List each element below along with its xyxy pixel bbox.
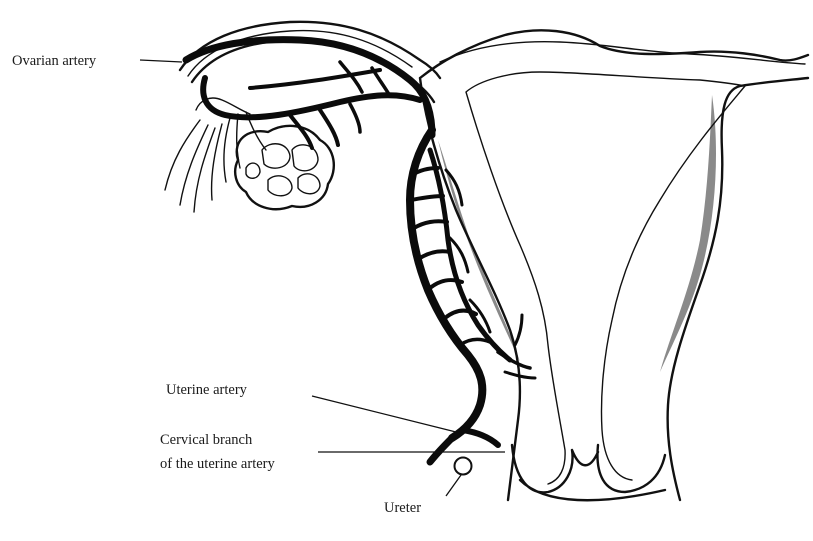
arcuate-vessel	[430, 150, 510, 360]
uterus	[420, 30, 808, 500]
arterial-network	[186, 40, 535, 462]
cervical-branch-medial	[462, 430, 498, 445]
ovary-follicle	[268, 176, 292, 196]
ovarian-branch	[372, 68, 390, 96]
ovary-follicle	[298, 174, 320, 194]
radial-branch	[460, 339, 490, 345]
radial-branch	[411, 196, 443, 200]
wall-branch	[515, 315, 522, 345]
leader-uterine-artery	[312, 396, 456, 432]
radial-branch	[414, 221, 447, 228]
ovary-follicle	[292, 145, 318, 171]
wall-branch	[498, 352, 530, 368]
fimbria	[212, 124, 222, 200]
leader-ovarian-artery	[140, 60, 182, 62]
leader-lines	[140, 60, 505, 496]
ovary	[235, 126, 334, 209]
label-ureter: Ureter	[384, 500, 421, 516]
ovary-follicle	[262, 144, 290, 168]
fimbria	[224, 118, 230, 182]
leader-ureter	[446, 475, 461, 496]
ovarian-branch	[320, 110, 338, 145]
cervix	[512, 445, 665, 500]
tubal-branch	[250, 70, 380, 88]
uterine-wall-shading-right	[660, 95, 716, 372]
ovarian-artery-loop	[203, 78, 420, 117]
fimbria	[180, 125, 208, 205]
label-ovarian-artery: Ovarian artery	[12, 53, 97, 69]
fallopian-tube	[180, 22, 440, 102]
ovarian-branch	[350, 104, 360, 132]
ureter-circle	[455, 458, 472, 475]
label-cervical-branch-line2: of the uterine artery	[160, 456, 275, 472]
label-cervical-branch-line1: Cervical branch	[160, 432, 253, 448]
cervical-branch	[430, 438, 452, 462]
uterine-artery-ascending	[410, 130, 482, 438]
ovary-outline	[235, 126, 334, 209]
radial-branch	[420, 251, 450, 258]
ovary-follicle	[246, 163, 260, 178]
label-uterine-artery: Uterine artery	[166, 382, 248, 398]
